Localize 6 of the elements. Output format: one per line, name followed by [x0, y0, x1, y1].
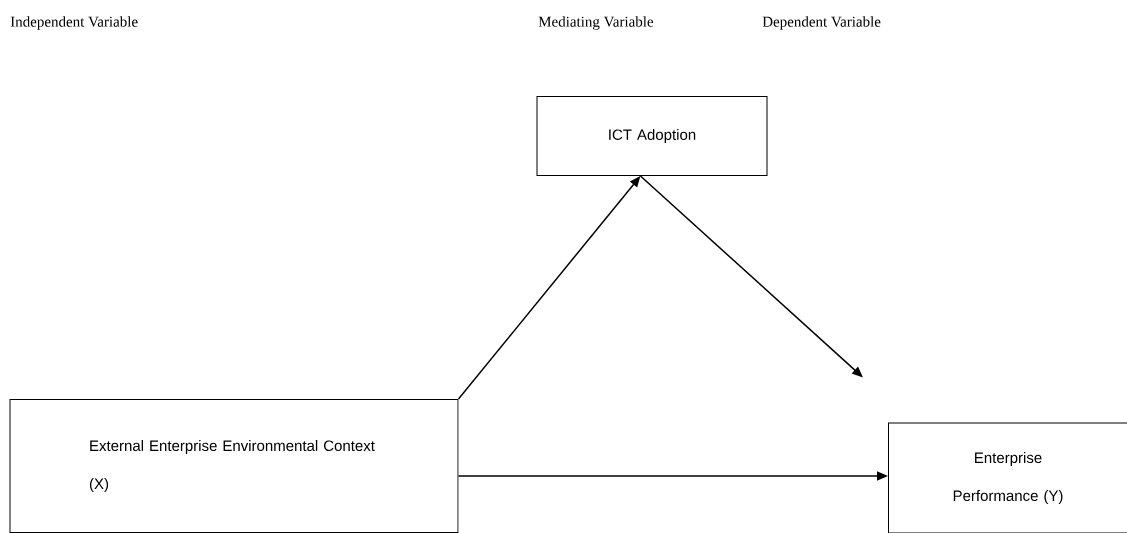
heading-label: Independent Variable [10, 16, 138, 30]
heading-label: Mediating Variable [538, 16, 654, 30]
variable-box: External Enterprise Environmental Context (X) [9, 399, 459, 533]
variable-box: Enterprise Performance (Y) [888, 422, 1127, 533]
variable-box: ICT Adoption [536, 96, 768, 176]
heading-label: Dependent Variable [762, 16, 881, 30]
